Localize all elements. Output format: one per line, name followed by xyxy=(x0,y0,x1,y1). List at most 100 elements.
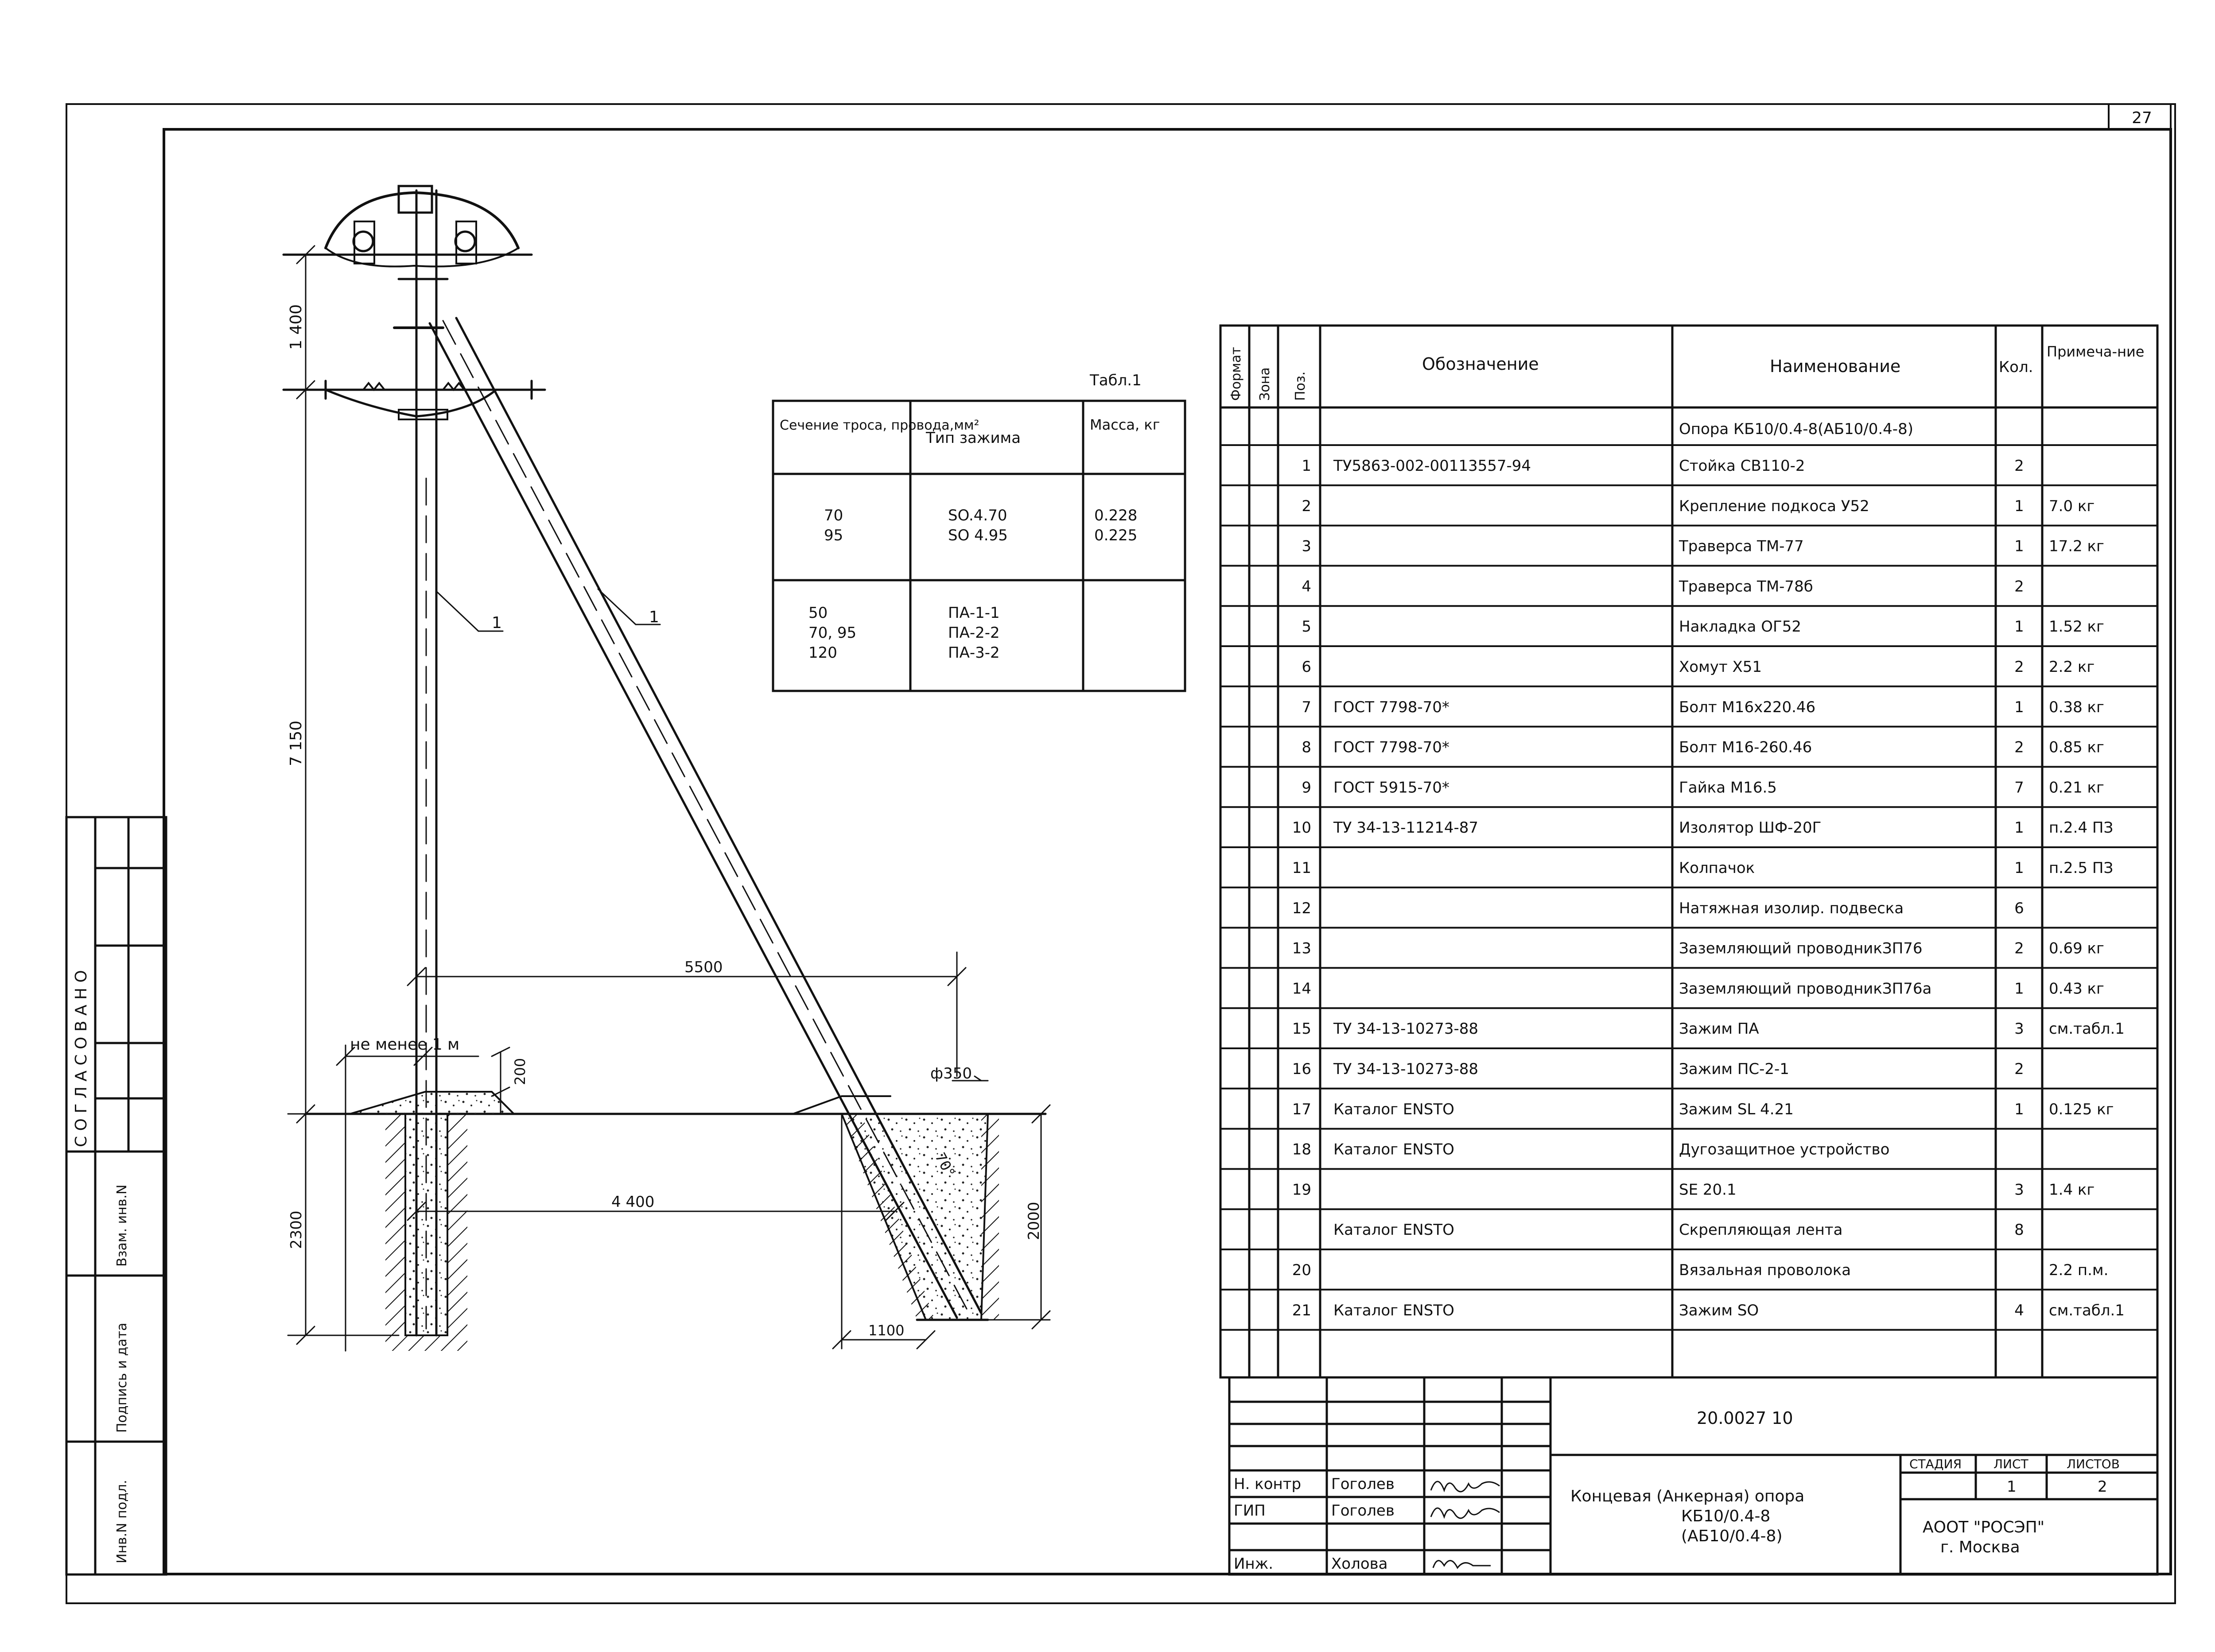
spec-row-pos: 21 xyxy=(1292,1302,1311,1319)
stage-label: СТАДИЯ xyxy=(1909,1457,1962,1471)
table1-r2-clamp-c: ПА-3-2 xyxy=(948,644,1000,662)
dimension-lines xyxy=(287,245,1051,1352)
spec-row-name: Зажим ПА xyxy=(1679,1020,1759,1038)
spec-row-name: Хомут Х51 xyxy=(1679,658,1762,676)
spec-row-pos: 3 xyxy=(1302,538,1311,555)
spec-row-name: Болт М16х220.46 xyxy=(1679,698,1815,716)
spec-row-note: 2.2 п.м. xyxy=(2049,1261,2108,1279)
spec-row-note: 0.125 кг xyxy=(2049,1101,2114,1118)
spec-header-note: Примеча-ние xyxy=(2047,343,2144,360)
spec-row-name: Вязальная проволока xyxy=(1679,1261,1851,1279)
spec-row-designation: ТУ 34-13-10273-88 xyxy=(1333,1020,1478,1038)
dim-hole-width: 1100 xyxy=(868,1322,904,1339)
spec-row-pos: 18 xyxy=(1292,1141,1311,1159)
left-foundation-hole xyxy=(385,1113,467,1351)
left-mound xyxy=(349,1091,515,1115)
spec-title-row: Опора КБ10/0.4-8(АБ10/0.4-8) xyxy=(1679,420,1913,438)
spec-row-qty: 1 xyxy=(2014,859,2024,877)
spec-header-qty: Кол. xyxy=(1999,358,2033,376)
spec-row-qty: 1 xyxy=(2014,980,2024,997)
vertical-pole xyxy=(415,189,438,1337)
spec-row-name: Скрепляющая лента xyxy=(1679,1221,1842,1239)
spec-row-designation: Каталог ENSTO xyxy=(1333,1101,1454,1118)
spec-row-qty: 3 xyxy=(2014,1020,2024,1038)
dim-hole-diameter: ф350 xyxy=(930,1065,972,1082)
table1: Табл.1 Сечение троса, провода,мм² Тип за… xyxy=(772,372,1186,692)
spec-row-name: Колпачок xyxy=(1679,859,1755,877)
spec-row-designation: ТУ 34-13-11214-87 xyxy=(1333,819,1478,837)
spec-row-qty: 1 xyxy=(2014,618,2024,636)
spec-row-name: Зажим SL 4.21 xyxy=(1679,1101,1794,1118)
spec-row-pos: 10 xyxy=(1292,819,1311,837)
spec-row-designation: ГОСТ 7798-70* xyxy=(1333,739,1449,756)
table1-r2-section-a: 50 xyxy=(808,604,828,622)
inclined-strut xyxy=(428,317,983,1319)
spec-row-name: Стойка СВ110-2 xyxy=(1679,457,1805,475)
spec-header-name: Наименование xyxy=(1770,357,1900,376)
dim-mound-height: 200 xyxy=(512,1058,528,1085)
spec-row-qty: 1 xyxy=(2014,1101,2024,1118)
spec-row-note: 1.4 кг xyxy=(2049,1181,2095,1198)
spec-row-pos: 19 xyxy=(1292,1181,1311,1198)
callout-strut: 1 xyxy=(649,608,659,626)
spec-row-name: Заземляющий проводникЗП76а xyxy=(1679,980,1931,997)
dim-top-height: 1 400 xyxy=(287,304,305,350)
spec-row-pos: 15 xyxy=(1292,1020,1311,1038)
spec-row-note: 2.2 кг xyxy=(2049,658,2095,676)
spec-row-designation: Каталог ENSTO xyxy=(1333,1141,1454,1159)
spec-header-pos: Поз. xyxy=(1293,372,1308,401)
spec-row-qty: 2 xyxy=(2014,739,2024,756)
table1-r2-clamp-a: ПА-1-1 xyxy=(948,604,1000,622)
table1-r1-section-a: 70 xyxy=(824,507,843,524)
spec-row-pos: 12 xyxy=(1292,900,1311,917)
spec-row-pos: 16 xyxy=(1292,1060,1311,1078)
side-stamp xyxy=(65,816,167,1576)
spec-row-designation: Каталог ENSTO xyxy=(1333,1302,1454,1319)
spec-row-qty: 2 xyxy=(2014,658,2024,676)
spec-row-note: 17.2 кг xyxy=(2049,538,2104,555)
dim-span-top: 5500 xyxy=(684,958,723,976)
org-line1: АООТ "РОСЭП" xyxy=(1923,1518,2044,1536)
spec-row-note: 7.0 кг xyxy=(2049,497,2095,515)
role-norm-control: Н. контр xyxy=(1234,1475,1301,1493)
signatures xyxy=(1430,1481,1500,1569)
spec-row-qty: 6 xyxy=(2014,900,2024,917)
spec-row-pos: 11 xyxy=(1292,859,1311,877)
doc-title-line3: (АБ10/0.4-8) xyxy=(1681,1527,1783,1545)
spec-row-qty: 2 xyxy=(2014,1060,2024,1078)
spec-row-name: Зажим SO xyxy=(1679,1302,1759,1319)
spec-row-name: Гайка М16.5 xyxy=(1679,779,1777,796)
spec-header-designation: Обозначение xyxy=(1422,354,1539,374)
table1-caption: Табл.1 xyxy=(1089,372,1142,389)
spec-row-name: Заземляющий проводникЗП76 xyxy=(1679,940,1923,958)
stamp-label-replace: Взам. инв.N xyxy=(114,1185,130,1267)
table1-r1-clamp-b: SO 4.95 xyxy=(948,527,1008,544)
stamp-label-inventory: Инв.N подл. xyxy=(114,1480,130,1563)
dim-span-bottom: 4 400 xyxy=(611,1193,654,1211)
spec-row-qty: 4 xyxy=(2014,1302,2024,1319)
spec-row-pos: 14 xyxy=(1292,980,1311,997)
spec-row-qty: 2 xyxy=(2014,457,2024,475)
spec-row-qty: 1 xyxy=(2014,819,2024,837)
spec-row-designation: ГОСТ 5915-70* xyxy=(1333,779,1449,796)
title-block: 20.0027 10 Н. контр Гоголев ГИП Гоголев … xyxy=(1228,1376,2159,1576)
spec-header-zone: Зона xyxy=(1257,367,1273,401)
dim-depth-left: 2300 xyxy=(288,1210,305,1249)
spec-header-format: Формат xyxy=(1228,347,1244,401)
spec-row-note: 1.52 кг xyxy=(2049,618,2104,636)
dim-pole-height: 7 150 xyxy=(287,721,305,766)
table1-r2-section-b: 70, 95 xyxy=(808,624,856,642)
sheet-value: 1 xyxy=(2007,1478,2017,1496)
spec-row-name: Траверса ТМ-78б xyxy=(1679,578,1813,595)
spec-row-note: см.табл.1 xyxy=(2049,1020,2125,1038)
spec-row-qty: 8 xyxy=(2014,1221,2024,1239)
pole-drawing xyxy=(282,185,1051,1352)
spec-row-pos: 6 xyxy=(1302,658,1311,676)
spec-row-qty: 2 xyxy=(2014,578,2024,595)
right-mound xyxy=(792,1095,891,1115)
spec-row-note: п.2.5 ПЗ xyxy=(2049,859,2113,877)
spec-row-pos: 13 xyxy=(1292,940,1311,958)
spec-row-qty: 3 xyxy=(2014,1181,2024,1198)
sheet-label: ЛИСТ xyxy=(1994,1457,2029,1471)
spec-row-pos: 4 xyxy=(1302,578,1311,595)
